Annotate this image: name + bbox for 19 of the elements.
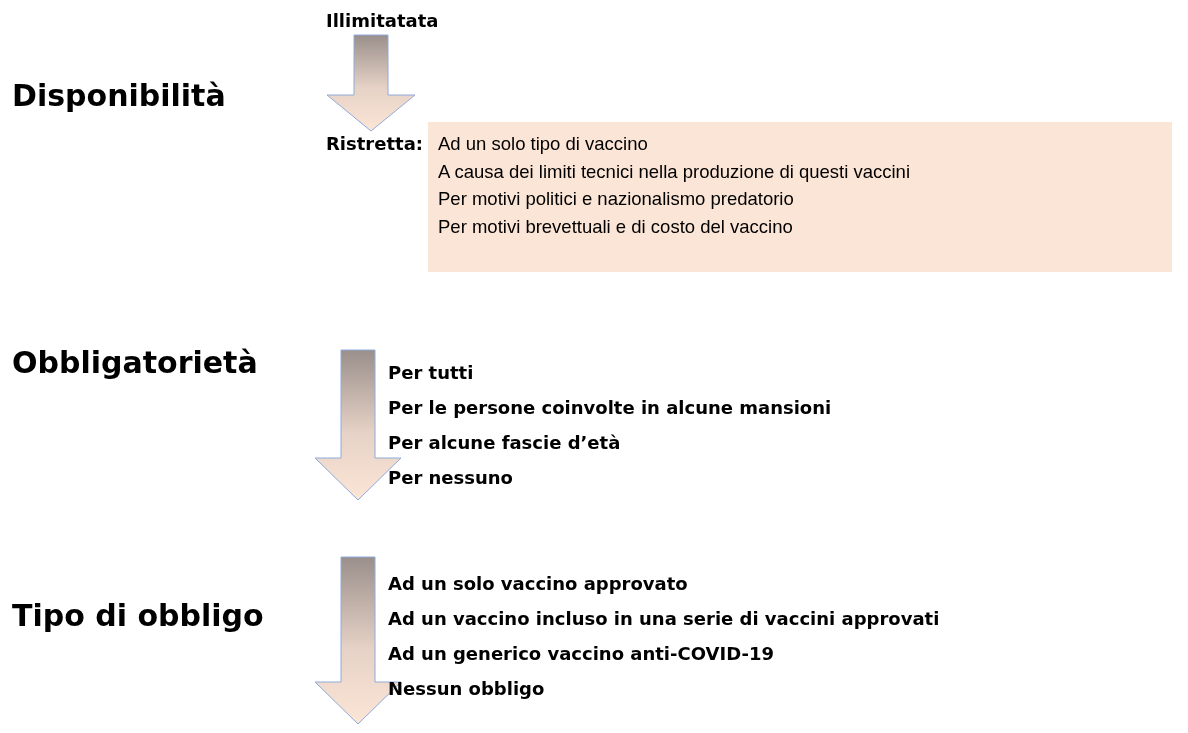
list-item: Ad un solo tipo di vaccino — [438, 132, 648, 156]
list-item: Per nessuno — [388, 467, 513, 488]
reason-panel — [428, 122, 1172, 272]
list-item: Nessun obbligo — [388, 678, 545, 699]
section-heading: Obbligatorietà — [12, 345, 258, 380]
section-heading: Disponibilità — [12, 78, 226, 113]
list-item: Ad un vaccino incluso in una serie di vaccini approvati — [388, 608, 940, 629]
list-item: Per motivi brevettuali e di costo del vaccino — [438, 214, 793, 239]
option-label: Ristretta: — [326, 133, 423, 154]
list-item: Per le persone coinvolte in alcune mansioni — [388, 397, 832, 418]
option-label: Illimitatata — [326, 10, 439, 31]
list-item: A causa dei limiti tecnici nella produzione di questi vaccini — [438, 159, 910, 184]
list-item: Ad un generico vaccino anti-COVID-19 — [388, 643, 774, 664]
section-heading: Tipo di obbligo — [12, 598, 264, 633]
list-item: Per alcune fascie d’età — [388, 432, 621, 453]
list-item: Per tutti — [388, 362, 474, 383]
list-item: Per motivi politici e nazionalismo predatorio — [438, 187, 794, 211]
block-arrow — [326, 34, 416, 132]
list-item: Ad un solo vaccino approvato — [388, 573, 688, 594]
